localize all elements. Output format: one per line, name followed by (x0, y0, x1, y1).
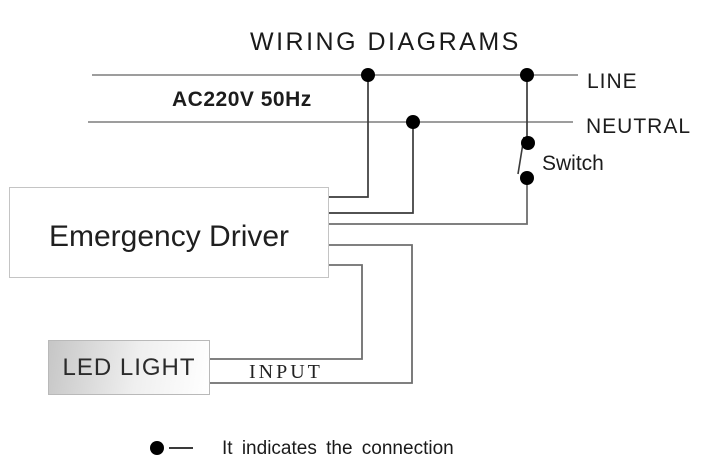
supply-voltage-label: AC220V 50Hz (172, 88, 312, 111)
emergency-driver-box: Emergency Driver (9, 187, 329, 278)
line-label: LINE (587, 70, 638, 93)
input-label: INPUT (249, 361, 323, 383)
wire-line-to-driver (326, 75, 369, 198)
switch-label: Switch (542, 152, 604, 175)
connection-dot (520, 68, 534, 82)
legend-text: It indicates the connection (222, 438, 454, 459)
connection-dot (361, 68, 375, 82)
wire-driver-to-led-outer (210, 244, 413, 384)
connection-dot (406, 115, 420, 129)
legend-connection-dot-icon (150, 441, 164, 455)
wire-neutral-to-driver (326, 122, 414, 214)
wire-driver-to-led-inner (210, 264, 363, 360)
wire-switch-to-driver (326, 178, 528, 225)
switch-terminal-dot-bottom (520, 171, 534, 185)
neutral-label: NEUTRAL (586, 115, 692, 138)
page-title: WIRING DIAGRAMS (250, 28, 521, 56)
emergency-driver-label: Emergency Driver (48, 219, 290, 253)
switch-terminal-dot-top (521, 136, 535, 150)
led-light-box: LED LIGHT (48, 340, 210, 395)
led-light-label: LED LIGHT (62, 353, 196, 381)
